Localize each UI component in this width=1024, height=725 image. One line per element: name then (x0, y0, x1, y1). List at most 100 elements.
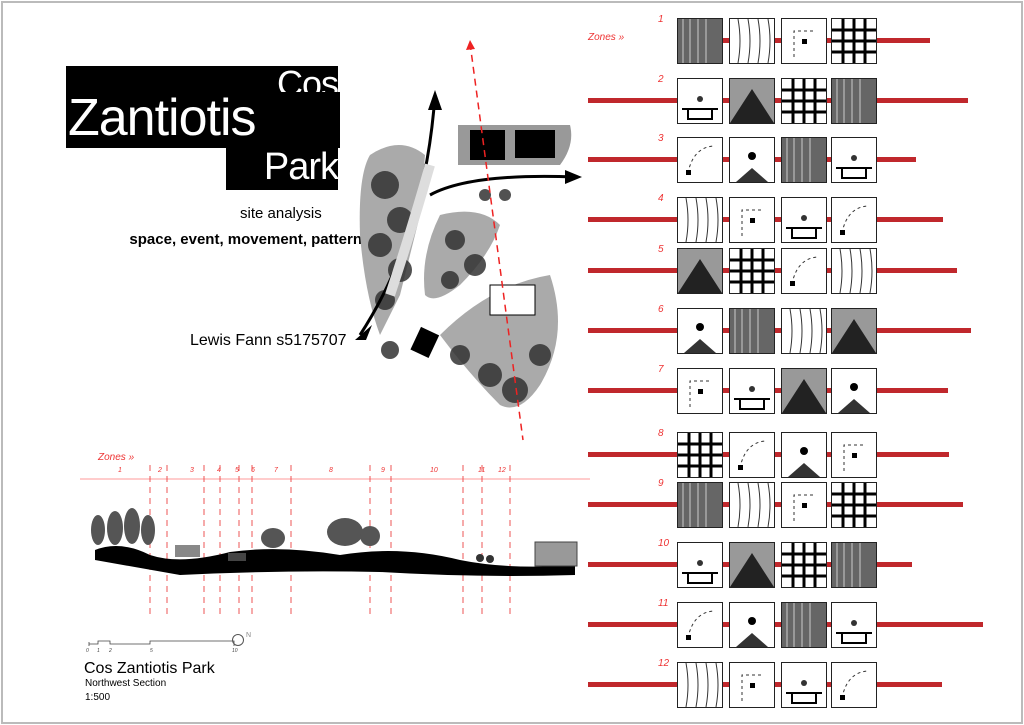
building-cluster (489, 284, 536, 316)
tile-event (729, 137, 775, 183)
tile-pattern (831, 482, 877, 528)
section-zone-number: 5 (235, 467, 239, 474)
tile-movement (781, 248, 827, 294)
tile-movement (781, 308, 827, 354)
tile-space (677, 662, 723, 708)
section-zone-number: 3 (190, 467, 194, 474)
building (470, 130, 505, 160)
themes: space, event, movement, pattern (129, 231, 362, 248)
section-trees (91, 508, 380, 548)
tile-space (677, 197, 723, 243)
tile-event (729, 662, 775, 708)
tile-movement (781, 542, 827, 588)
section-zone-number: 8 (329, 467, 333, 474)
tile-event (729, 368, 775, 414)
zone-bar (588, 98, 968, 103)
building (515, 130, 555, 158)
section-subtitle: Northwest Section (85, 678, 167, 689)
tile-movement (781, 78, 827, 124)
section-title: Cos Zantiotis Park (84, 660, 215, 677)
tile-event (729, 78, 775, 124)
zone-bar (588, 502, 963, 507)
tile-event (729, 482, 775, 528)
tile-pattern (831, 602, 877, 648)
zone-number: 3 (658, 133, 664, 144)
zone-number: 5 (658, 244, 664, 255)
scale-tick-10: 10 (232, 648, 238, 654)
zone-number: 7 (658, 364, 664, 375)
section-zone-number: 11 (478, 467, 486, 474)
tile-space (677, 248, 723, 294)
site-map (355, 40, 582, 441)
tile-space (677, 308, 723, 354)
tile-movement (781, 368, 827, 414)
tile-movement (781, 432, 827, 478)
zone-number: 11 (658, 598, 669, 609)
tile-space (677, 78, 723, 124)
tile-event (729, 432, 775, 478)
tile-space (677, 137, 723, 183)
tile-movement (781, 18, 827, 64)
zone-number: 9 (658, 478, 664, 489)
scale-tick-0: 0 (86, 648, 89, 654)
north-arrow-icon (232, 634, 244, 646)
tile-event (729, 542, 775, 588)
author: Lewis Fann s5175707 (190, 332, 347, 349)
tile-space (677, 368, 723, 414)
section-zones-label: Zones » (98, 452, 135, 463)
section-drawing (80, 465, 590, 615)
title-line-2: Zantiotis (66, 92, 340, 148)
section-zone-number: 7 (274, 467, 278, 474)
tile-event (729, 18, 775, 64)
tile-space (677, 432, 723, 478)
zone-bar (588, 328, 971, 333)
tile-movement (781, 662, 827, 708)
tile-event (729, 308, 775, 354)
section-zone-number: 4 (217, 467, 221, 474)
scale-tick-5: 5 (150, 648, 153, 654)
park-area-center (424, 211, 500, 299)
scale-tick-2: 2 (109, 648, 112, 654)
section-scale: 1:500 (85, 692, 111, 703)
trees (368, 171, 551, 403)
section-zone-number: 6 (251, 467, 255, 474)
tile-pattern (831, 78, 877, 124)
section-zone-number: 12 (498, 467, 506, 474)
section-zone-number: 1 (118, 467, 122, 474)
tile-pattern (831, 368, 877, 414)
tile-pattern (831, 542, 877, 588)
tile-pattern (831, 248, 877, 294)
section-cut-line (469, 42, 524, 441)
ground-profile (95, 546, 575, 576)
subtitle: site analysis (240, 205, 322, 222)
matrix-zones-label: Zones » (588, 32, 625, 43)
zone-number: 12 (658, 658, 670, 669)
tile-event (729, 248, 775, 294)
tile-movement (781, 482, 827, 528)
tile-space (677, 542, 723, 588)
zone-number: 10 (658, 538, 670, 549)
title-bg (66, 66, 254, 92)
title-line-3: Park (226, 148, 339, 190)
tile-pattern (831, 18, 877, 64)
tile-pattern (831, 137, 877, 183)
tile-pattern (831, 308, 877, 354)
tile-pattern (831, 197, 877, 243)
section-zone-number: 9 (381, 467, 385, 474)
scale-bar (88, 640, 235, 646)
zone-number: 8 (658, 428, 664, 439)
scale-tick-1: 1 (97, 648, 100, 654)
zone-number: 6 (658, 304, 664, 315)
tile-space (677, 18, 723, 64)
tile-movement (781, 137, 827, 183)
tile-space (677, 602, 723, 648)
tile-event (729, 197, 775, 243)
tile-movement (781, 602, 827, 648)
north-label: N (246, 632, 252, 639)
movement-arrow-east (429, 174, 576, 197)
tile-event (729, 602, 775, 648)
tile-movement (781, 197, 827, 243)
section-zone-number: 10 (430, 467, 438, 474)
building (410, 326, 440, 359)
